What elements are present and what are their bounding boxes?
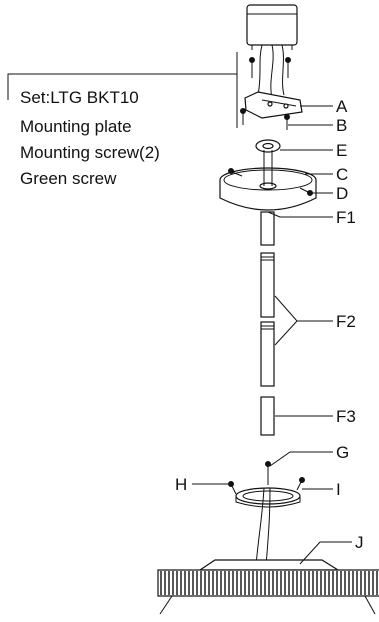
- part-labels: A B E C D F1 F2 F3 G H I J: [175, 97, 364, 552]
- part-e-nut: [255, 139, 281, 153]
- label-a: A: [336, 97, 348, 116]
- fixture-cable: [255, 487, 271, 567]
- part-i-ring: [235, 487, 301, 508]
- label-leaders: [192, 105, 352, 565]
- label-b: B: [336, 116, 347, 135]
- label-h: H: [175, 475, 187, 494]
- kit-set-name: Set:LTG BKT10: [20, 88, 139, 107]
- label-e: E: [336, 141, 347, 160]
- part-f1-stem: [260, 211, 275, 246]
- junction-box: [246, 4, 298, 50]
- part-g-holder: [265, 461, 271, 485]
- part-j-fixture: [157, 559, 379, 615]
- upper-screws: [249, 57, 291, 78]
- label-j: J: [355, 533, 364, 552]
- label-f2: F2: [336, 312, 356, 331]
- kit-item-mounting-screws: Mounting screw(2): [20, 143, 160, 162]
- label-g: G: [336, 443, 349, 462]
- kit-item-mounting-plate: Mounting plate: [20, 117, 132, 136]
- part-b-mounting-screws: [240, 108, 290, 130]
- label-d: D: [336, 184, 348, 203]
- label-c: C: [336, 165, 348, 184]
- supply-wires: [257, 44, 285, 99]
- part-a-mounting-plate: [244, 91, 303, 119]
- part-c-canopy: [219, 150, 317, 211]
- kit-item-green-screw: Green screw: [20, 169, 117, 188]
- label-f1: F1: [336, 208, 356, 227]
- label-i: I: [336, 480, 341, 499]
- part-f2-stems: [260, 252, 275, 387]
- kit-contents-list: Set:LTG BKT10 Mounting plate Mounting sc…: [20, 88, 160, 188]
- label-f3: F3: [336, 407, 356, 426]
- part-f3-stem: [260, 396, 275, 436]
- kit-callout-bracket: [7, 52, 238, 128]
- part-h-side-screws: [228, 477, 305, 495]
